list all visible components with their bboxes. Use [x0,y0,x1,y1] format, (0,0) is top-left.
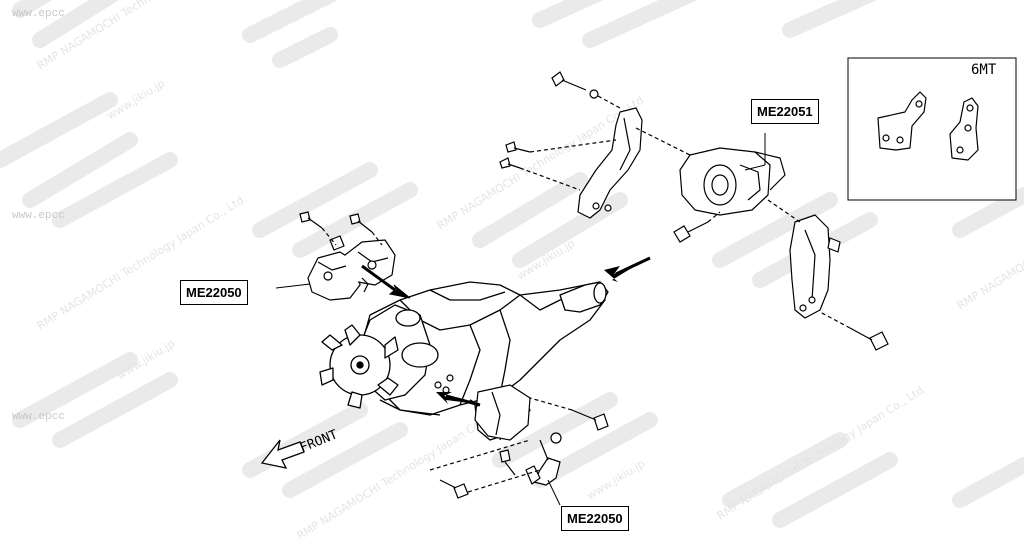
inset-6mt [847,57,1017,201]
part-label-upper-left[interactable]: ME22050 [180,280,248,305]
watermark-web-3: www.epcc [12,411,65,423]
part-label-rear[interactable]: ME22051 [751,99,819,124]
inset-title: 6MT [971,62,997,78]
leader-upper-left [275,283,311,289]
arrow-lower [436,392,478,404]
watermark-logos [0,0,1024,528]
cooling-fan [319,324,399,409]
bolt-group-rear [499,71,889,351]
rear-mount-assembly [577,107,841,319]
leader-lower [547,479,561,506]
watermark-web-2: www.epcc [12,210,65,222]
watermark-web-1: www.epcc [12,8,65,20]
part-label-lower[interactable]: ME22050 [561,506,629,531]
bolt-group-upper-left [299,211,383,246]
upper-left-mount [307,235,396,301]
watermark-company-1: RMP NAGAMOCHI Technology Japan Co., Ltd [35,0,246,73]
lower-mount [474,384,562,486]
front-direction-arrow [260,439,305,469]
watermark-site-4: www.jikiu.jp [585,457,647,503]
